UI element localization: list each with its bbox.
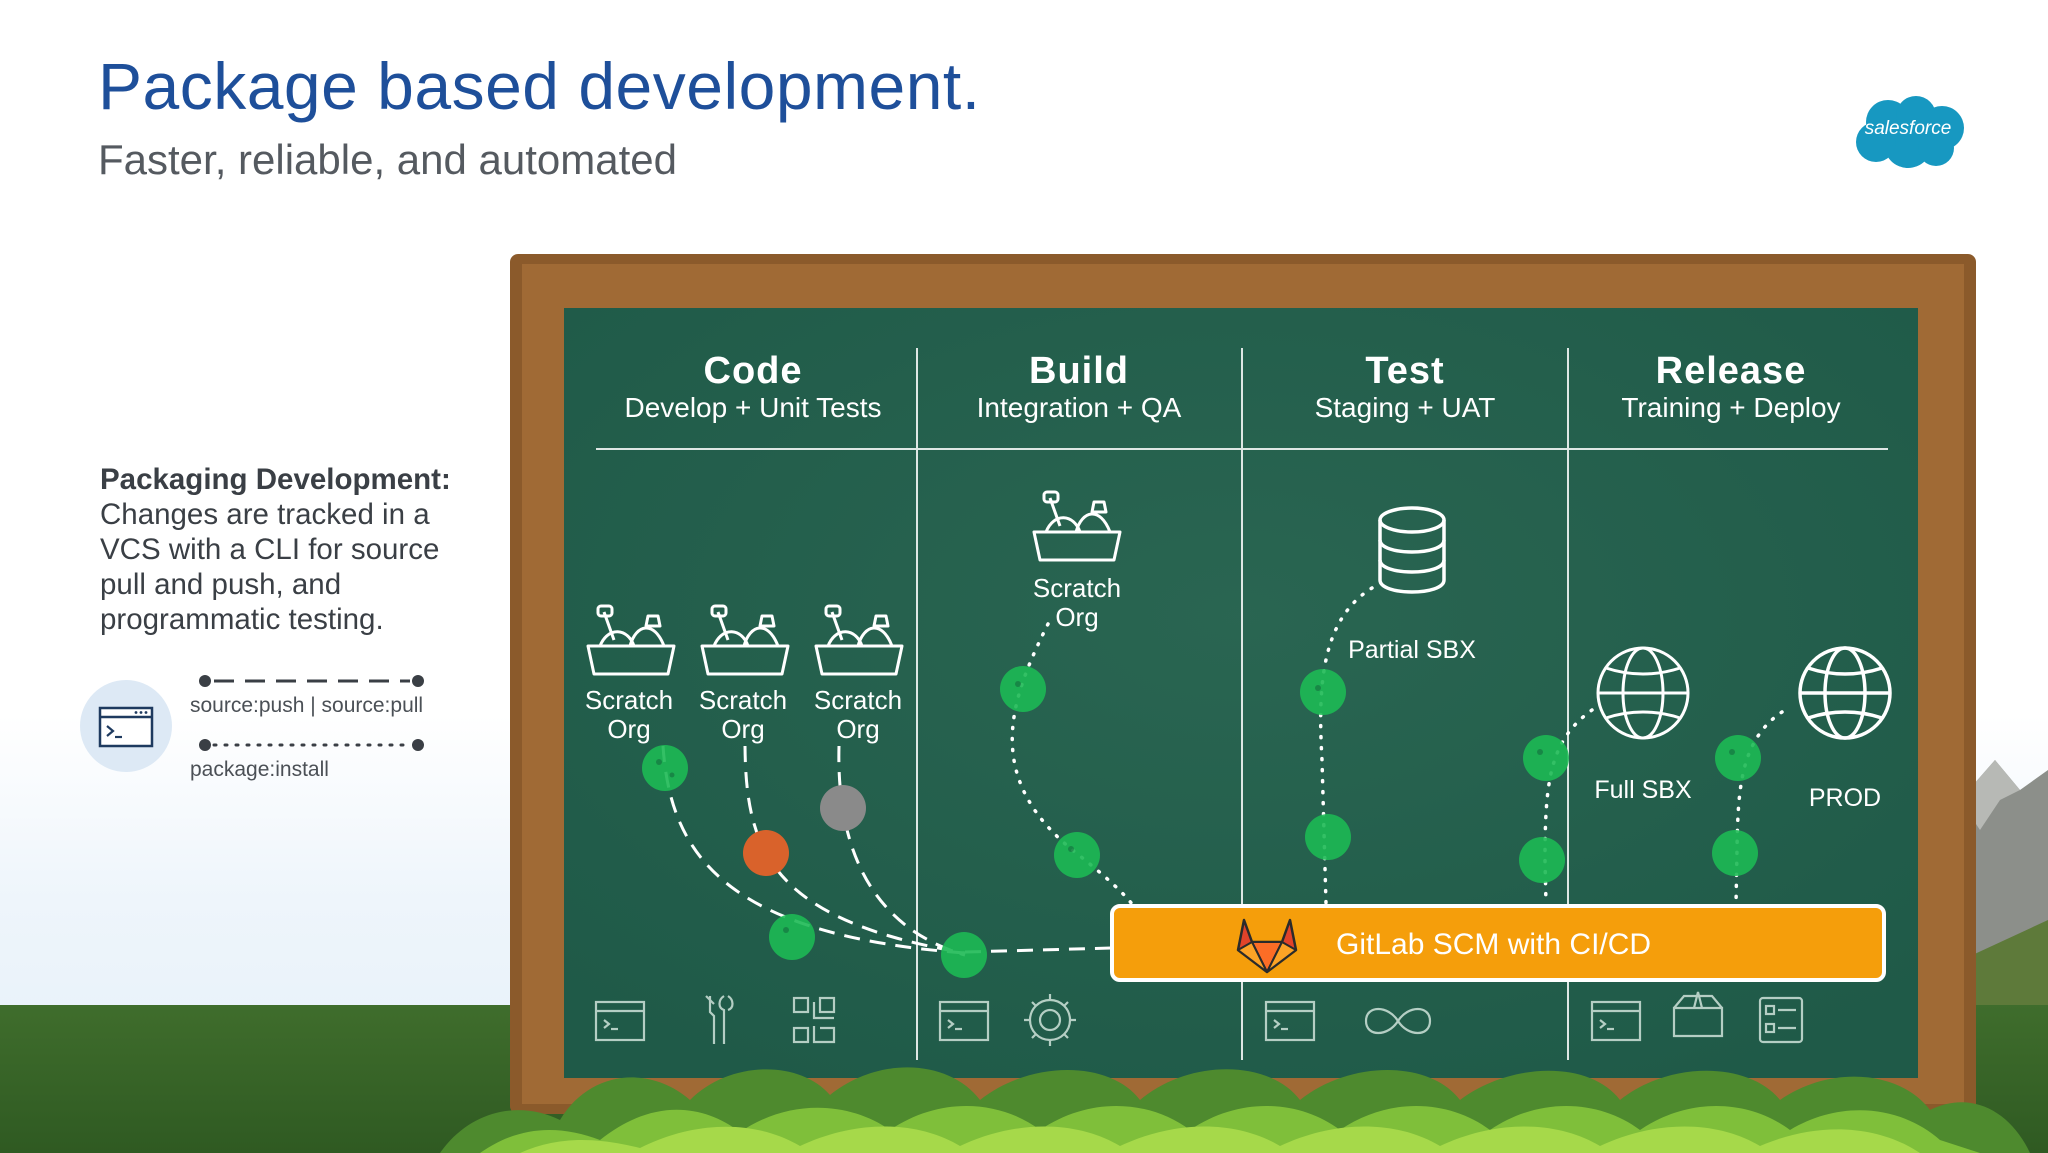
gitlab-pipeline-bar: GitLab SCM with CI/CD — [1110, 904, 1886, 982]
column-subtitle-build: Integration + QA — [976, 392, 1182, 423]
dotted-connector-test — [1318, 586, 1374, 906]
node-green-build-2 — [1054, 832, 1100, 878]
node-green-release-3 — [1715, 735, 1761, 781]
scratch-org-icon-build — [1032, 490, 1122, 562]
gitlab-fox-icon — [1236, 918, 1298, 974]
tools-icon — [705, 995, 734, 1044]
dotted-connector-build — [1010, 622, 1134, 906]
label-full-sbx: Full SBX — [1594, 776, 1692, 804]
legend-dotted-line — [199, 739, 424, 751]
gitlab-pipeline-label: GitLab SCM with CI/CD — [1336, 928, 1652, 961]
column-title-test: Test — [1365, 350, 1445, 392]
legend-label-package: package:install — [190, 758, 329, 781]
scratch-org-icon-3 — [814, 604, 904, 676]
label-scratch-org-2: Scratch Org — [698, 685, 788, 744]
page-subtitle: Faster, reliable, and automated — [98, 136, 678, 183]
node-green-release-4 — [1712, 830, 1758, 876]
legend-dashed-line — [199, 675, 424, 687]
column-title-build: Build — [1029, 350, 1129, 392]
scratch-org-icon-1 — [586, 604, 676, 676]
page-title: Package based development. — [98, 49, 981, 123]
terminal-icon-build — [938, 1000, 990, 1042]
node-green-code-1 — [642, 745, 688, 791]
terminal-icon-code — [594, 1000, 646, 1042]
salesforce-logo — [1856, 96, 1964, 168]
node-gray-code-3 — [820, 785, 866, 831]
qr-code-icon — [792, 996, 836, 1044]
packaging-body: Changes are tracked in a VCS with a CLI … — [100, 498, 440, 636]
legend-label-source: source:push | source:pull — [190, 694, 424, 717]
label-scratch-org-1: Scratch Org — [584, 685, 674, 744]
node-green-build-1 — [1000, 666, 1046, 712]
foliage-decoration — [440, 1067, 2030, 1153]
infinity-icon — [1364, 1007, 1432, 1035]
dashed-connector-2 — [743, 745, 966, 955]
label-prod: PROD — [1808, 784, 1882, 812]
column-title-release: Release — [1655, 350, 1807, 392]
logo-wordmark: salesforce — [1864, 118, 1952, 139]
column-subtitle-release: Training + Deploy — [1621, 392, 1841, 423]
terminal-icon-release — [1590, 1000, 1642, 1042]
column-title-code: Code — [703, 350, 803, 392]
scratch-org-icon-2 — [700, 604, 790, 676]
packaging-description: Packaging Development: Changes are track… — [100, 462, 480, 637]
gear-icon — [1024, 994, 1076, 1046]
globe-icon-full-sbx — [1596, 646, 1690, 740]
label-scratch-org-3: Scratch Org — [813, 685, 903, 744]
node-green-build-base — [941, 932, 987, 978]
column-subtitle-code: Develop + Unit Tests — [624, 392, 882, 423]
node-orange-code-2 — [743, 830, 789, 876]
globe-icon-prod — [1798, 646, 1892, 740]
column-subtitle-test: Staging + UAT — [1314, 392, 1496, 423]
node-green-merge — [769, 914, 815, 960]
checklist-icon — [1758, 996, 1804, 1044]
progress-nodes — [642, 666, 1761, 978]
node-green-test-2 — [1305, 814, 1351, 860]
packaging-heading: Packaging Development: — [100, 463, 451, 496]
node-green-test-1 — [1300, 669, 1346, 715]
terminal-window-icon — [98, 706, 154, 748]
label-partial-sbx: Partial SBX — [1348, 636, 1476, 664]
node-green-release-1 — [1523, 735, 1569, 781]
node-green-release-2 — [1519, 837, 1565, 883]
label-scratch-org-build: Scratch Org — [1032, 573, 1122, 632]
database-icon — [1378, 506, 1446, 594]
package-box-icon — [1672, 991, 1724, 1038]
terminal-icon-test — [1264, 1000, 1316, 1042]
